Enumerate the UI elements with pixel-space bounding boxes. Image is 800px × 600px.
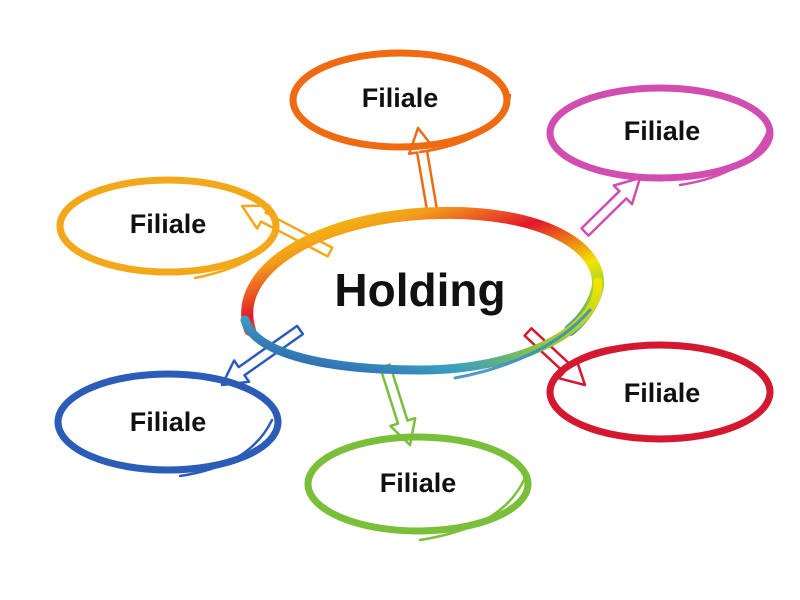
node-bottom-tail <box>418 476 527 542</box>
node-right-label: Filiale <box>624 378 701 408</box>
center-label: Holding <box>334 264 505 316</box>
node-top-label: Filiale <box>362 83 439 113</box>
node-bottom-left-ellipse <box>54 370 282 474</box>
node-right: Filiale <box>546 341 774 443</box>
node-left: Filiale <box>56 176 280 280</box>
node-left-tail <box>193 223 280 280</box>
node-top-right-label: Filiale <box>624 116 701 146</box>
node-bottom-left-tail <box>178 418 274 478</box>
center-ellipse-swoosh <box>453 308 592 380</box>
node-bottom-left-label: Filiale <box>130 407 207 437</box>
node-left-label: Filiale <box>130 209 207 239</box>
node-bottom-label: Filiale <box>380 468 457 498</box>
node-top-ellipse <box>289 49 511 151</box>
node-top-right-tail <box>678 123 772 187</box>
node-top: Filiale <box>289 49 512 154</box>
node-bottom-left: Filiale <box>54 370 282 478</box>
node-right-tail <box>573 343 682 362</box>
center-node: Holding <box>240 206 604 380</box>
node-left-ellipse <box>56 176 280 276</box>
node-top-tail <box>418 93 512 154</box>
arrow-top-right <box>580 176 642 237</box>
node-bottom: Filiale <box>304 433 532 542</box>
nodes-layer: Filiale Filiale Filiale Filiale Filiale … <box>54 49 774 542</box>
node-top-right-ellipse <box>546 84 774 182</box>
arrow-top <box>407 126 439 213</box>
node-top-right: Filiale <box>546 84 774 187</box>
arrow-bottom <box>378 363 417 447</box>
node-bottom-ellipse <box>304 433 532 535</box>
